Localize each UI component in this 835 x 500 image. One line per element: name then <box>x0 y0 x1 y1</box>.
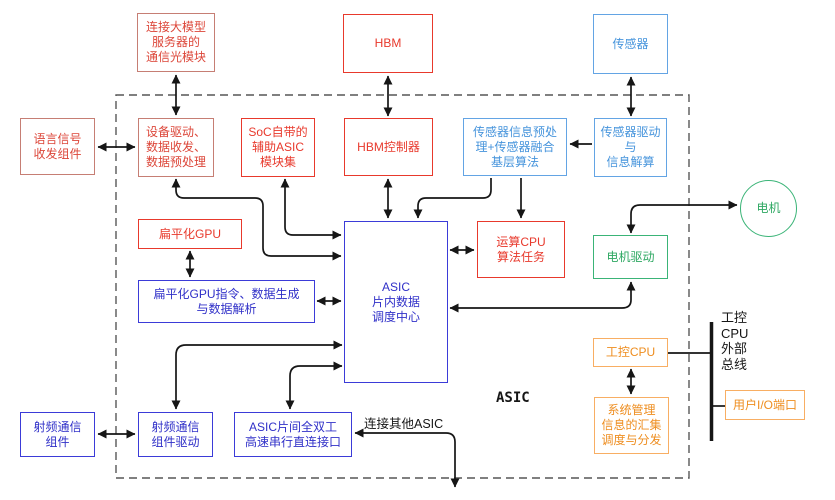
node-industrial-cpu: 工控CPU <box>593 338 668 367</box>
node-flat-gpu-instr: 扁平化GPU指令、数据生成 与数据解析 <box>138 280 315 323</box>
node-optical-module: 连接大模型 服务器的 通信光模块 <box>137 13 215 72</box>
edge-asic-hub-rf-driver <box>171 340 343 410</box>
node-sensor-preproc: 传感器信息预处 理+传感器融合 基层算法 <box>463 118 567 176</box>
node-rf-component: 射频通信 组件 <box>20 412 95 457</box>
node-hbm: HBM <box>343 14 433 73</box>
node-sensor-driver: 传感器驱动 与 信息解算 <box>594 118 667 177</box>
other-asic-label: 连接其他ASIC <box>364 417 444 431</box>
node-asic-hub: ASIC 片内数据 调度中心 <box>344 221 448 383</box>
edge-device-driver-asic-hub <box>171 178 342 261</box>
node-device-driver: 设备驱动、 数据收发、 数据预处理 <box>138 118 214 177</box>
external-bus-label: 工控 CPU 外部 总线 <box>721 310 749 372</box>
node-rf-driver: 射频通信 组件驱动 <box>138 412 213 457</box>
node-motor: 电机 <box>740 180 797 237</box>
node-speech-io: 语言信号 收发组件 <box>20 118 95 175</box>
asic-region-label: ASIC <box>496 390 530 406</box>
node-motor-driver: 电机驱动 <box>593 235 668 279</box>
node-hbm-controller: HBM控制器 <box>344 118 433 176</box>
node-compute-cpu: 运算CPU 算法任务 <box>477 221 565 278</box>
edge-asic-hub-asic-interconnect <box>285 361 343 410</box>
node-flat-gpu: 扁平化GPU <box>138 219 242 249</box>
edge-motor-driver-motor <box>626 200 738 234</box>
edge-sensor-preproc-asic-hub <box>413 178 492 219</box>
node-asic-interconnect: ASIC片间全双工 高速串行直连接口 <box>234 412 352 457</box>
node-soc-aux-asic: SoC自带的 辅助ASIC 模块集 <box>241 118 315 177</box>
edge-asic-hub-motor-driver <box>449 281 636 313</box>
edge-soc-aux-asic-asic-hub <box>280 178 342 240</box>
edge-asic-interconnect-other-asic <box>354 428 460 488</box>
node-user-io: 用户I/O端口 <box>725 390 805 420</box>
node-sys-mgmt: 系统管理 信息的汇集 调度与分发 <box>594 397 669 454</box>
node-sensor: 传感器 <box>593 14 668 74</box>
